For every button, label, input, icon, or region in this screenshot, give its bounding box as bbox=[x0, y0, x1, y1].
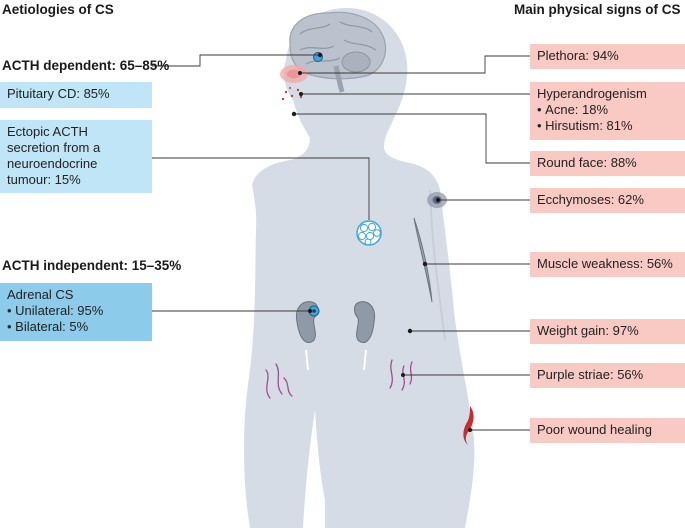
leader-pituitary bbox=[152, 54, 320, 67]
purple-striae-label: Purple striae: 56% bbox=[537, 367, 644, 382]
dot-adrenal bbox=[308, 309, 312, 313]
adrenal-cs-box: Adrenal CS Unilateral: 95% Bilateral: 5% bbox=[0, 283, 152, 341]
adrenal-bilateral: Bilateral: 5% bbox=[7, 319, 145, 335]
pituitary-cd-label: Pituitary CD: 85% bbox=[7, 86, 110, 101]
plethora-label: Plethora: 94% bbox=[537, 48, 619, 63]
weight-gain-box: Weight gain: 97% bbox=[530, 319, 685, 344]
plethora-box: Plethora: 94% bbox=[530, 44, 685, 69]
physical-signs-heading: Main physical signs of CS bbox=[514, 2, 681, 17]
dot-hyperandrogenism bbox=[299, 92, 303, 96]
acne-item: Acne: 18% bbox=[537, 102, 678, 118]
dot-round-face bbox=[291, 111, 297, 117]
pituitary-cd-box: Pituitary CD: 85% bbox=[0, 82, 152, 108]
muscle-weakness-box: Muscle weakness: 56% bbox=[530, 252, 685, 277]
dot-pituitary bbox=[317, 52, 323, 58]
muscle-icon bbox=[413, 217, 433, 303]
body-silhouette bbox=[244, 8, 475, 528]
poor-wound-healing-box: Poor wound healing bbox=[530, 418, 685, 443]
arm-contour bbox=[429, 189, 446, 341]
adrenal-unilateral: Unilateral: 95% bbox=[7, 303, 145, 319]
dot-muscle bbox=[422, 261, 428, 267]
hirsutism-item: Hirsutism: 81% bbox=[537, 118, 678, 134]
dot-ecchymoses bbox=[435, 197, 441, 203]
ecchymoses-label: Ecchymoses: 62% bbox=[537, 192, 644, 207]
ectopic-line-4: tumour: 15% bbox=[7, 172, 81, 187]
hyperandrogenism-box: Hyperandrogenism Acne: 18% Hirsutism: 81… bbox=[530, 82, 685, 140]
hyperandrogenism-title: Hyperandrogenism bbox=[537, 86, 647, 101]
acth-independent-heading: ACTH independent: 15–35% bbox=[2, 258, 182, 273]
ectopic-line-2: secretion from a bbox=[7, 140, 101, 155]
plethora-blush bbox=[280, 65, 308, 83]
purple-striae-box: Purple striae: 56% bbox=[530, 363, 685, 388]
striae-marks bbox=[265, 359, 413, 399]
leader-ectopic bbox=[152, 157, 370, 220]
acth-dependent-heading: ACTH dependent: 65–85% bbox=[2, 58, 170, 73]
round-face-label: Round face: 88% bbox=[537, 155, 637, 170]
right-kidney-icon bbox=[354, 301, 376, 371]
dot-plethora bbox=[298, 71, 302, 75]
aetiologies-heading: Aetiologies of CS bbox=[2, 2, 114, 17]
adrenal-cs-title: Adrenal CS bbox=[7, 287, 74, 302]
weight-gain-label: Weight gain: 97% bbox=[537, 323, 639, 338]
leader-round-face bbox=[294, 113, 530, 164]
dot-wound bbox=[468, 428, 472, 432]
muscle-weakness-label: Muscle weakness: 56% bbox=[537, 256, 673, 271]
round-face-box: Round face: 88% bbox=[530, 151, 685, 176]
leader-plethora bbox=[300, 55, 530, 74]
ecchymoses-box: Ecchymoses: 62% bbox=[530, 188, 685, 213]
ectopic-acth-box: Ectopic ACTH secretion from a neuroendoc… bbox=[0, 120, 152, 193]
dot-striae bbox=[401, 373, 405, 377]
poor-wound-healing-label: Poor wound healing bbox=[537, 422, 652, 437]
acne-dots bbox=[281, 87, 303, 101]
tumour-cluster-icon bbox=[356, 220, 382, 246]
dot-weight-gain bbox=[407, 328, 413, 334]
wound-icon bbox=[463, 406, 474, 446]
ectopic-line-1: Ectopic ACTH bbox=[7, 124, 88, 139]
ectopic-line-3: neuroendocrine bbox=[7, 156, 98, 171]
